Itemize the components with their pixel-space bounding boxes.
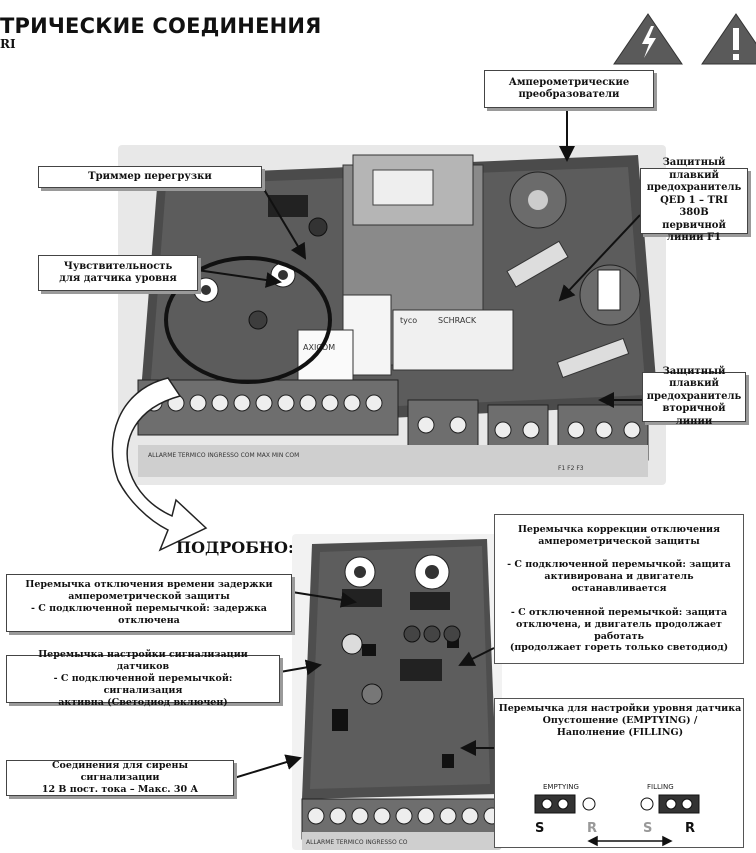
- relay-tyco-text: tyco: [400, 316, 417, 325]
- arrow-jumper-alarm: [279, 659, 322, 676]
- warning-icons: [613, 13, 756, 65]
- high-voltage-warning-icon: [613, 13, 683, 65]
- label-fuse-secondary: Защитный плавкий предохранитель вторично…: [642, 366, 746, 427]
- filling-label: FILLING: [647, 783, 674, 791]
- detail-board-photo: ALLARME TERMICO INGRESSO CO: [292, 534, 502, 850]
- jumper-diagram: [534, 794, 700, 847]
- label-overload-trimmer: Триммер перегрузки: [38, 166, 262, 188]
- filling-jumper-cap: [658, 794, 700, 814]
- emptying-s-letter: S: [535, 821, 545, 836]
- page-subtitle: RI: [0, 37, 16, 51]
- emptying-r-letter: R: [587, 821, 598, 836]
- label-level-jumper: Перемычка для настройки уровня датчика О…: [498, 703, 742, 738]
- arrow-trimmer: [261, 185, 307, 260]
- label-jumper-correction: Перемычка коррекции отключения амперомет…: [494, 514, 744, 664]
- caution-warning-icon: [701, 13, 756, 65]
- relay-schrack-text: SCHRACK: [438, 316, 477, 325]
- emptying-jumper-cap: [534, 794, 576, 814]
- detail-arrow: [111, 377, 208, 552]
- filling-pin-s: [640, 797, 654, 811]
- arrow-siren: [233, 754, 302, 779]
- main-board-photo: AXICOM tyco SCHRACK ALLARME TERMI: [118, 145, 666, 485]
- filling-r-letter: R: [685, 821, 696, 836]
- arrow-fuse-primary: [558, 214, 641, 302]
- details-heading: ПОДРОБНО:: [176, 538, 294, 557]
- level-jumper-panel: Перемычка для настройки уровня датчика О…: [494, 698, 744, 848]
- arrow-jumper-correction: [458, 647, 495, 666]
- label-jumper-delay: Перемычка отключения времени задержки ам…: [6, 574, 292, 632]
- emptying-label: EMPTYING: [543, 783, 579, 791]
- relay-brand-text: AXICOM: [303, 343, 335, 352]
- arrow-jumper-delay: [291, 591, 357, 608]
- arrow-sensitivity: [196, 269, 282, 288]
- filling-pin-mid: [665, 798, 677, 810]
- label-jumper-alarm: Перемычка настройки сигнализации датчико…: [6, 649, 280, 708]
- filling-s-letter: S: [643, 821, 653, 836]
- label-fuse-primary: Защитный плавкий предохранитель QED 1 – …: [640, 157, 748, 243]
- label-ampere-transducers: Амперометрические преобразователи: [484, 70, 654, 108]
- page-title: ТРИЧЕСКИЕ СОЕДИНЕНИЯ: [0, 14, 322, 38]
- emptying-pin-r: [582, 797, 596, 811]
- label-siren-connections: Соединения для сирены сигнализации 12 В …: [6, 760, 234, 796]
- terminal-labels-main: ALLARME TERMICO INGRESSO COM MAX MIN COM: [148, 452, 299, 459]
- emptying-pin-mid: [557, 798, 569, 810]
- filling-pin-r: [681, 798, 693, 810]
- fuse-terminal-labels: F1 F2 F3: [558, 465, 584, 472]
- emptying-pin-s: [541, 798, 553, 810]
- label-level-sensitivity: Чувствительность для датчика уровня: [38, 255, 198, 291]
- terminal-labels-detail: ALLARME TERMICO INGRESSO CO: [306, 839, 408, 846]
